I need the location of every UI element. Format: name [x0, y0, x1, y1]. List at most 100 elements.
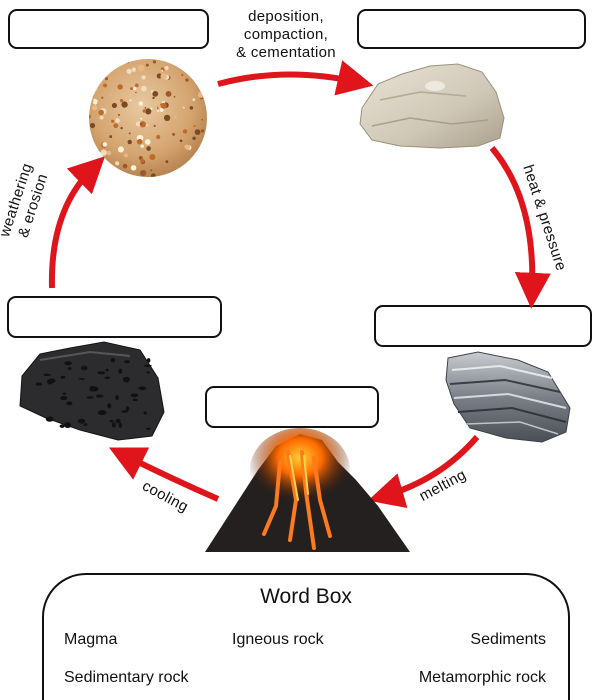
sand-grain	[111, 120, 114, 123]
sand-grain	[87, 114, 91, 118]
sand-grain	[193, 125, 195, 127]
sand-grain	[199, 58, 202, 61]
igneous-pore	[107, 403, 111, 408]
sand-grain	[166, 91, 172, 97]
sand-grain	[103, 83, 107, 87]
sand-grain	[96, 77, 98, 79]
sand-grain	[184, 172, 190, 178]
sand-grain	[172, 133, 175, 136]
word-sediments: Sediments	[470, 631, 546, 649]
sand-grain	[132, 68, 136, 72]
igneous-pore	[146, 371, 150, 373]
sand-grain	[93, 99, 96, 102]
sand-grain	[107, 151, 112, 156]
sand-grain	[97, 75, 99, 77]
arrow-deposition	[218, 74, 357, 84]
igneous-pore	[81, 366, 87, 371]
word-metamorphic-rock: Metamorphic rock	[419, 669, 546, 687]
sand-grain	[142, 75, 146, 79]
sand-grain	[109, 135, 112, 138]
sand-grain	[160, 73, 166, 79]
sand-grain	[107, 173, 111, 177]
igneous-pore	[66, 401, 72, 405]
word-box-title: Word Box	[44, 585, 568, 609]
igneous-pore	[83, 423, 87, 426]
word-box: Word Box Magma Igneous rock Sediments Se…	[42, 573, 570, 700]
sand-grain	[121, 101, 127, 107]
sand-grain	[200, 150, 206, 156]
igneous-pore	[106, 369, 109, 372]
sand-grain	[120, 171, 122, 173]
sand-grain	[131, 165, 137, 171]
igneous-pore	[144, 365, 152, 367]
sand-grain	[118, 146, 124, 152]
volcano-magma-image	[205, 428, 410, 552]
igneous-pore	[36, 382, 42, 385]
sand-grain	[91, 149, 98, 156]
sand-grain	[201, 119, 203, 121]
igneous-pore	[105, 376, 111, 379]
sand-grain	[108, 62, 110, 64]
sand-grain	[127, 140, 132, 145]
sand-grain	[117, 84, 122, 89]
igneous-pore	[147, 358, 151, 363]
igneous-pore	[79, 378, 86, 380]
igneous-pore	[87, 396, 94, 398]
sand-grain	[137, 139, 143, 145]
sand-grain	[100, 116, 104, 120]
igneous-pore	[119, 423, 122, 428]
sand-grain	[107, 62, 113, 68]
sand-grain	[98, 110, 104, 116]
sand-grain	[192, 98, 195, 101]
sand-grain	[164, 115, 170, 121]
sand-grain	[135, 84, 139, 88]
sand-grain	[149, 154, 155, 160]
sand-grain	[123, 164, 128, 169]
deposition-line-3: & cementation	[220, 44, 352, 62]
sedimentary-rock-image	[360, 64, 504, 148]
sand-grain	[185, 78, 188, 81]
sand-grain	[124, 153, 128, 157]
metamorphic-rock-image	[446, 352, 570, 442]
sand-grain	[101, 149, 107, 155]
sand-grain	[140, 118, 142, 120]
sand-grain	[154, 125, 156, 127]
sand-grain	[171, 60, 173, 62]
sand-grain	[146, 64, 149, 67]
sand-grain	[130, 87, 133, 90]
igneous-pore	[118, 369, 122, 374]
sand-grain	[123, 176, 125, 178]
igneous-pore	[60, 376, 65, 379]
sand-grain	[192, 169, 196, 173]
sand-grain	[183, 129, 187, 133]
sand-grain	[140, 123, 142, 125]
sand-grain	[202, 163, 205, 166]
sand-grain	[165, 59, 167, 61]
sand-grain	[127, 69, 132, 74]
igneous-pore	[133, 399, 138, 402]
sand-grain	[161, 103, 167, 109]
sand-grain	[101, 97, 103, 99]
igneous-pore	[126, 406, 130, 411]
igneous-pore	[115, 395, 119, 400]
sand-grain	[152, 97, 154, 99]
igneous-pore	[143, 411, 147, 414]
sand-grain	[153, 60, 156, 63]
igneous-pore	[89, 386, 95, 392]
igneous-pore	[111, 358, 115, 362]
igneous-pore	[64, 361, 72, 365]
sand-grain	[166, 160, 169, 163]
sand-grain	[186, 170, 190, 174]
sand-grain	[185, 145, 190, 150]
igneous-pore	[68, 367, 72, 370]
igneous-pore	[124, 360, 130, 363]
sand-grain	[129, 99, 131, 101]
sand-grain	[127, 61, 129, 63]
sand-grain	[129, 132, 131, 134]
sand-grain	[139, 101, 143, 105]
sand-grain	[110, 94, 112, 96]
deposition-label: deposition, compaction, & cementation	[220, 8, 352, 62]
sand-grain	[141, 145, 144, 148]
sand-grain	[196, 158, 201, 163]
sand-grain	[105, 77, 108, 80]
